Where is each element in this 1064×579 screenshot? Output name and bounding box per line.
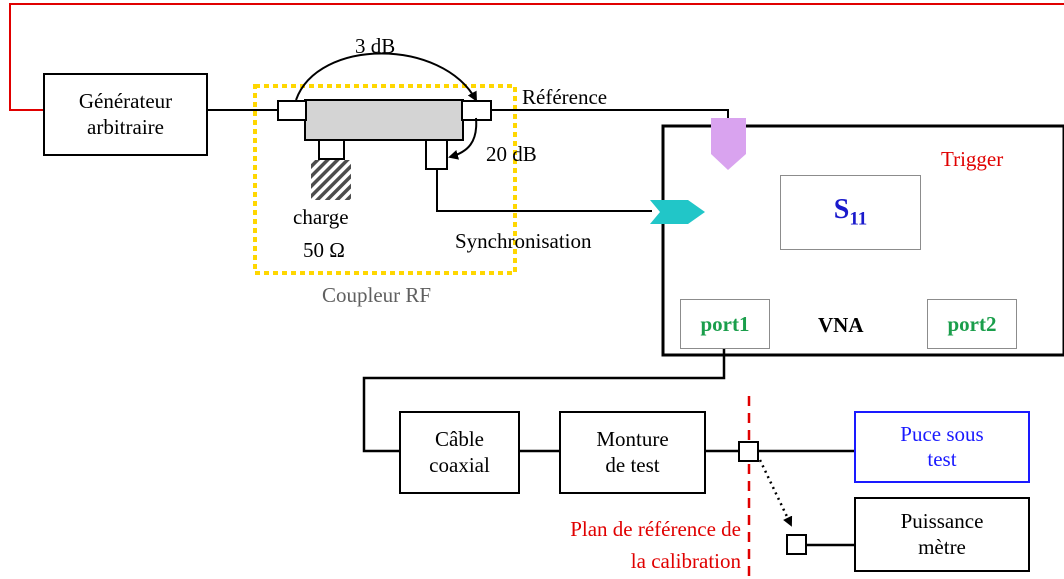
s-parameter-display: S11: [780, 175, 921, 250]
coupler-output-port: [461, 100, 492, 121]
power-meter-label-line1: Puissance: [900, 509, 984, 534]
generator-box: Générateur arbitraire: [43, 73, 208, 156]
sync-input-marker: [650, 200, 705, 224]
dut-label-line1: Puce sous: [900, 421, 984, 446]
dut-connector: [738, 441, 759, 462]
coupler-label: Coupleur RF: [322, 283, 432, 307]
coupler-input-port: [277, 100, 307, 121]
coupling-3db-arrow: [295, 52, 477, 102]
calibration-plane-label-line1: Plan de référence de: [570, 517, 741, 541]
trigger-label: Trigger: [941, 147, 1004, 171]
synchronisation-wire: [436, 169, 652, 212]
cable-label-line2: coaxial: [429, 452, 490, 477]
vna-port2: port2: [927, 299, 1017, 349]
coupling-3db-label: 3 dB: [355, 34, 396, 58]
generator-label-line1: Générateur: [78, 89, 173, 114]
coupler-load-port: [318, 139, 345, 160]
load-resistor: [311, 160, 351, 200]
power-meter-box: Puissance mètre: [854, 497, 1030, 572]
coupler-coupled-port: [425, 139, 448, 170]
trigger-wire: [9, 3, 1064, 111]
port2-label: port2: [947, 311, 997, 336]
coaxial-cable-box: Câble coaxial: [399, 411, 520, 494]
fixture-label-line2: de test: [605, 452, 660, 477]
load-label-line1: charge: [293, 205, 349, 229]
reference-label: Référence: [522, 85, 608, 109]
s-parameter-sub: 11: [849, 208, 868, 230]
connector-move-arrow: [758, 459, 793, 527]
load-label-line2: 50 Ω: [303, 238, 345, 262]
dut-box: Puce sous test: [854, 411, 1030, 483]
coupler-body: [304, 99, 464, 141]
coupling-20db-arrow: [448, 117, 478, 160]
vna-label: VNA: [818, 313, 864, 337]
s-parameter-base: S: [833, 194, 850, 226]
power-meter-label-line2: mètre: [918, 534, 966, 559]
generator-label-line2: arbitraire: [87, 114, 164, 139]
port1-to-cable-wire: [362, 348, 726, 453]
coupler-outline: [253, 84, 517, 275]
power-meter-connector: [786, 534, 807, 555]
calibration-plane-label-line2: la calibration: [630, 549, 741, 573]
reference-wire: [491, 109, 729, 126]
coupling-20db-label: 20 dB: [486, 142, 537, 166]
dut-label-line2: test: [927, 447, 957, 471]
cable-label-line1: Câble: [435, 427, 484, 452]
test-fixture-box: Monture de test: [559, 411, 706, 494]
fixture-label-line1: Monture: [596, 427, 669, 452]
port1-label: port1: [700, 311, 750, 336]
reference-input-marker: [711, 118, 746, 170]
vna-port1: port1: [680, 299, 770, 349]
synchronisation-label: Synchronisation: [455, 229, 592, 253]
